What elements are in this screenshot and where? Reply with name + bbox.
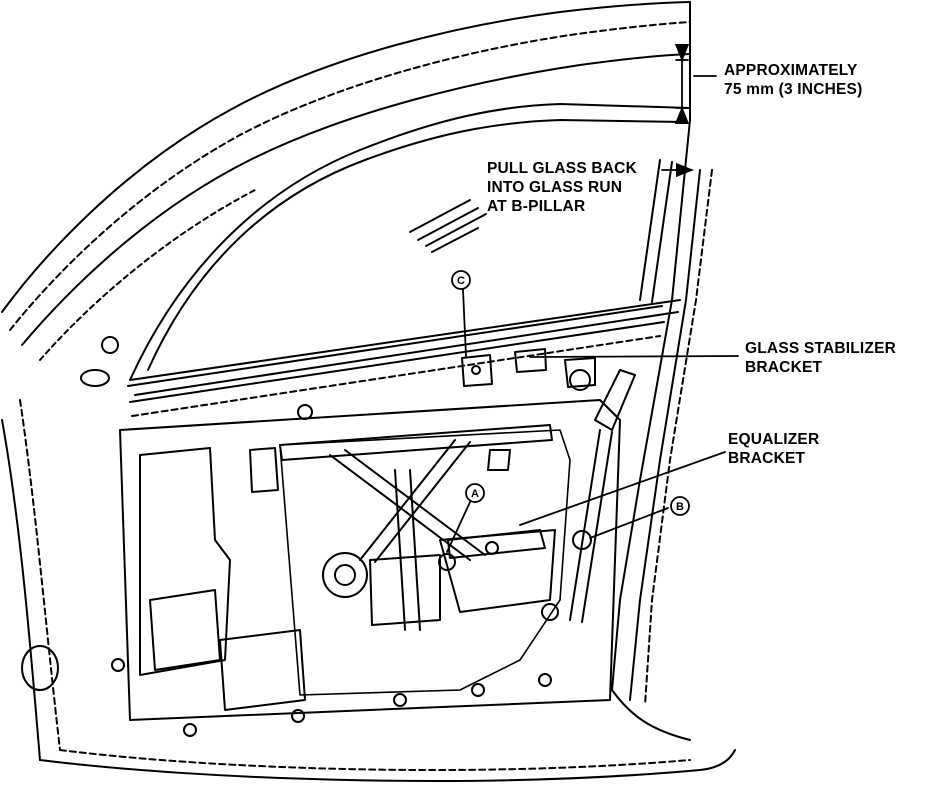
equalizer-bracket (438, 369, 636, 623)
glass-stabilizer-bracket (461, 348, 596, 388)
pull-line-3: AT B-PILLAR (487, 198, 586, 215)
equalizer-label: EQUALIZER BRACKET (728, 430, 819, 468)
window-regulator (249, 424, 553, 631)
pull-line-2: INTO GLASS RUN (487, 179, 623, 196)
callout-c-leader (462, 289, 467, 357)
equalizer-line-2: BRACKET (728, 450, 806, 467)
window-glass (129, 103, 691, 396)
stabilizer-line-1: GLASS STABILIZER (745, 340, 897, 357)
inner-panel (21, 336, 621, 737)
approx-line-1: APPROXIMATELY (724, 62, 858, 79)
leader-lines (446, 162, 739, 553)
belt-line (127, 305, 665, 417)
callout-b-circle (670, 496, 690, 516)
stabilizer-label: GLASS STABILIZER BRACKET (745, 339, 896, 377)
callout-c-circle (451, 270, 471, 290)
callout-a-circle (465, 483, 485, 503)
approx-label: APPROXIMATELY 75 mm (3 INCHES) (724, 61, 862, 99)
callout-c: C (457, 275, 465, 287)
dimension-75mm (674, 43, 717, 125)
equalizer-line-1: EQUALIZER (728, 431, 820, 448)
pull-line-1: PULL GLASS BACK (487, 160, 637, 177)
equalizer-leader (519, 451, 726, 526)
stabilizer-leader (529, 355, 739, 358)
approx-line-2: 75 mm (3 INCHES) (724, 81, 863, 98)
callout-a-leader (446, 501, 471, 553)
callout-b-leader (589, 507, 669, 539)
callout-b: B (676, 501, 684, 513)
pull-glass-label: PULL GLASS BACK INTO GLASS RUN AT B-PILL… (487, 159, 637, 216)
callout-a: A (471, 488, 479, 500)
door-frame (1, 1, 736, 782)
stabilizer-line-2: BRACKET (745, 359, 823, 376)
